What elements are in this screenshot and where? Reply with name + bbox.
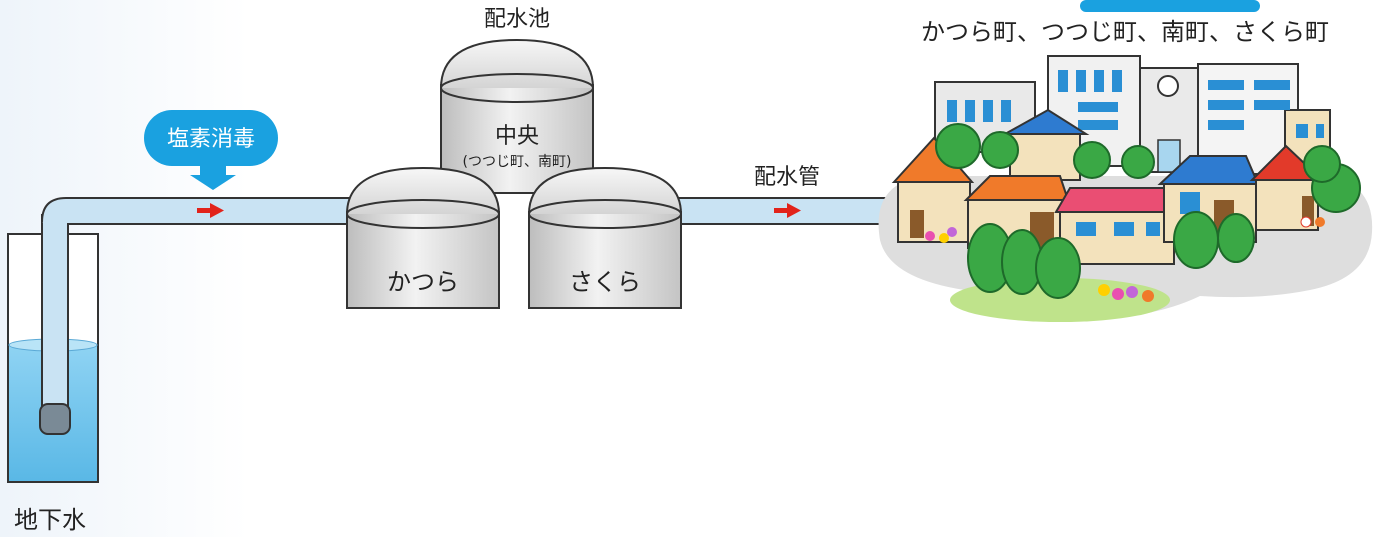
flow-arrow-2 bbox=[774, 208, 788, 213]
chlorination-label: 塩素消毒 bbox=[167, 127, 255, 152]
tank-center-label: 中央 bbox=[495, 124, 539, 149]
tank-sakura-label: さくら bbox=[569, 268, 641, 296]
flowers bbox=[925, 216, 1325, 302]
groundwater-label: 地下水 bbox=[14, 506, 86, 534]
town-illustration: かつら町、つつじ町、南町、さくら町 bbox=[878, 0, 1373, 322]
tank-center-sublabel: (つつじ町、南町) bbox=[463, 154, 572, 170]
trees bbox=[935, 123, 1361, 299]
area-badge bbox=[1080, 0, 1260, 12]
pump-head bbox=[39, 403, 71, 435]
tank-katsura-label: かつら bbox=[387, 268, 459, 296]
distribution-pipe bbox=[659, 197, 897, 225]
reservoir-group-label: 配水池 bbox=[484, 7, 550, 32]
tank-sakura: さくら bbox=[528, 166, 682, 309]
flow-arrow-1 bbox=[197, 203, 224, 218]
intake-pipe bbox=[39, 197, 356, 435]
pipe-label: 配水管 bbox=[754, 165, 820, 190]
tank-center: 中央 (つつじ町、南町) bbox=[440, 38, 594, 194]
clock-icon bbox=[1157, 75, 1179, 97]
chlorination-badge: 塩素消毒 bbox=[144, 110, 278, 190]
tank-katsura: かつら bbox=[346, 166, 500, 309]
service-area-label: かつら町、つつじ町、南町、さくら町 bbox=[921, 18, 1329, 46]
